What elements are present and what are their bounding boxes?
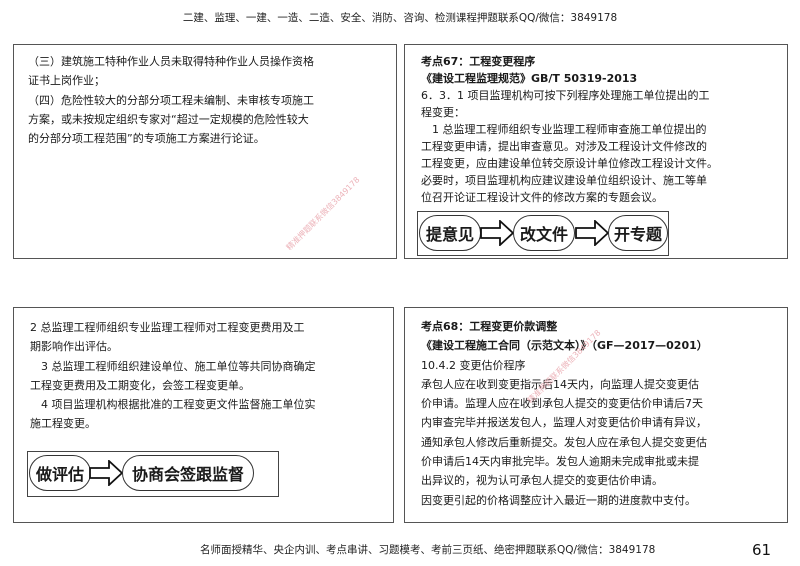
text-line: 工程变更费用及工期变化，会签工程变更单。 — [30, 378, 250, 392]
page-number: 61 — [752, 541, 772, 559]
text-line: 位召开论证工程设计文件的修改方案的专题会议。 — [421, 191, 663, 204]
text-line: 必要时，项目监理机构应建议建设单位组织设计、施工等单 — [421, 174, 707, 187]
flow-step: 提意见 — [419, 215, 481, 251]
slide-top-left: （三）建筑施工特种作业人员未取得特种作业人员操作资格 证书上岗作业； （四）危险… — [13, 44, 397, 259]
text-line: 程变更： — [421, 106, 465, 119]
flow-step: 改文件 — [513, 215, 575, 251]
arrow-right-icon — [89, 460, 123, 486]
slide-subtitle: 《建设工程监理规范》GB/T 50319-2013 — [421, 72, 638, 85]
text-line: （四）危险性较大的分部分项工程未编制、未审核专项施工 — [28, 93, 314, 107]
text-line: 通知承包人修改后重新提交。发包人应在承包人提交变更估 — [421, 435, 707, 449]
text-line: 期影响作出评估。 — [30, 340, 118, 354]
slide-subtitle: 《建设工程施工合同（示范文本）》（GF—2017—0201） — [421, 339, 708, 353]
slide-text: 考点67：工程变更程序 《建设工程监理规范》GB/T 50319-2013 6．… — [421, 53, 773, 206]
slide-title: 考点67：工程变更程序 — [421, 55, 536, 68]
text-line: 内审查完毕并报送发包人，监理人对变更估价申请有异议， — [421, 416, 707, 430]
text-line: 4 项目监理机构根据批准的工程变更文件监督施工单位实 — [30, 398, 316, 412]
slide-top-right: 考点67：工程变更程序 《建设工程监理规范》GB/T 50319-2013 6．… — [404, 44, 788, 259]
arrow-right-icon — [480, 220, 514, 246]
text-line: 6．3．1 项目监理机构可按下列程序处理施工单位提出的工 — [421, 89, 710, 102]
text-line: 出异议的，视为认可承包人提交的变更估价申请。 — [421, 474, 663, 488]
page-footer: 名师面授精华、央企内训、考点串讲、习题模考、考前三页纸、绝密押题联系QQ/微信：… — [200, 544, 656, 556]
slide-text: 2 总监理工程师组织专业监理工程师对工程变更费用及工 期影响作出评估。 3 总监… — [30, 318, 379, 434]
text-line: 1 总监理工程师组织专业监理工程师审查施工单位提出的 — [421, 123, 707, 136]
text-line: 工程变更申请，提出审查意见。对涉及工程设计文件修改的 — [421, 140, 707, 153]
page-header: 二建、监理、一建、一造、二造、安全、消防、咨询、检测课程押题联系QQ/微信：38… — [182, 12, 618, 24]
slide-text: （三）建筑施工特种作业人员未取得特种作业人员操作资格 证书上岗作业； （四）危险… — [28, 52, 382, 148]
text-line: 证书上岗作业； — [28, 74, 105, 88]
watermark: 精准押题联系微信3849178 — [284, 175, 362, 253]
flow-diagram: 提意见 改文件 开专题 — [417, 211, 669, 256]
text-line: （三）建筑施工特种作业人员未取得特种作业人员操作资格 — [28, 55, 314, 68]
text-line: 价申请后14天内审批完毕。发包人逾期未完成审批或未提 — [421, 455, 699, 469]
arrow-right-icon — [575, 220, 609, 246]
text-line: 2 总监理工程师组织专业监理工程师对工程变更费用及工 — [30, 321, 305, 334]
slide-title: 考点68：工程变更价款调整 — [421, 320, 558, 333]
text-line: 因变更引起的价格调整应计入最近一期的进度款中支付。 — [421, 493, 696, 507]
text-line: 10.4.2 变更估价程序 — [421, 358, 526, 372]
text-line: 施工程变更。 — [30, 417, 96, 431]
flow-step: 做评估 — [29, 455, 91, 491]
slide-bottom-right: 考点68：工程变更价款调整 《建设工程施工合同（示范文本）》（GF—2017—0… — [404, 307, 788, 523]
text-line: 工程变更，应由建设单位转交原设计单位修改工程设计文件。 — [421, 157, 718, 170]
slide-bottom-left: 2 总监理工程师组织专业监理工程师对工程变更费用及工 期影响作出评估。 3 总监… — [13, 307, 394, 523]
flow-step: 协商会签跟监督 — [122, 455, 254, 491]
text-line: 价申请。监理人应在收到承包人提交的变更估价申请后7天 — [421, 397, 703, 411]
text-line: 的分部分项工程范围”的专项施工方案进行论证。 — [28, 132, 265, 146]
text-line: 方案，或未按规定组织专家对“超过一定规模的危险性较大 — [28, 112, 309, 126]
text-line: 承包人应在收到变更指示后14天内，向监理人提交变更估 — [421, 377, 699, 391]
flow-step: 开专题 — [608, 215, 668, 251]
slide-text: 考点68：工程变更价款调整 《建设工程施工合同（示范文本）》（GF—2017—0… — [421, 317, 773, 510]
flow-diagram: 做评估 协商会签跟监督 — [27, 451, 279, 497]
text-line: 3 总监理工程师组织建设单位、施工单位等共同协商确定 — [30, 359, 316, 373]
